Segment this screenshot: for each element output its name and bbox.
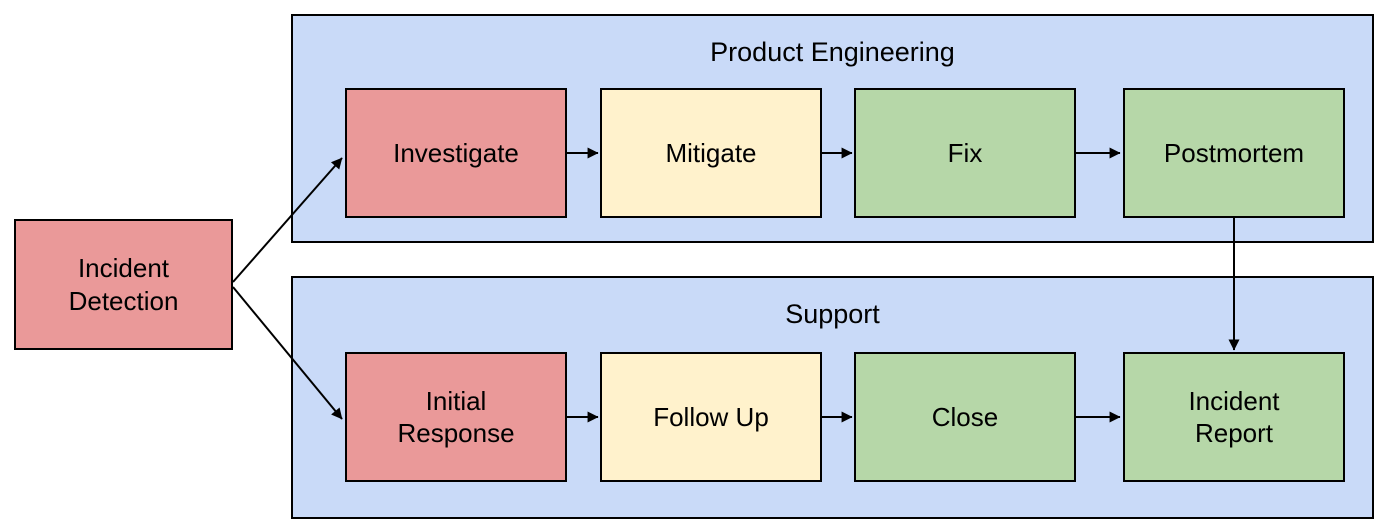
node-follow-up: Follow Up (600, 352, 822, 482)
lane-title-support: Support (785, 299, 880, 329)
node-fix: Fix (854, 88, 1076, 218)
node-postmortem: Postmortem (1123, 88, 1345, 218)
lane-support: Support Initial Response Follow Up Close… (291, 276, 1374, 519)
lane-title-product-engineering: Product Engineering (710, 37, 955, 67)
node-incident-report: Incident Report (1123, 352, 1345, 482)
node-mitigate: Mitigate (600, 88, 822, 218)
node-initial-response: Initial Response (345, 352, 567, 482)
node-investigate: Investigate (345, 88, 567, 218)
node-close: Close (854, 352, 1076, 482)
lane-product-engineering: Product Engineering Investigate Mitigate… (291, 14, 1374, 243)
node-incident-detection: Incident Detection (14, 219, 233, 350)
